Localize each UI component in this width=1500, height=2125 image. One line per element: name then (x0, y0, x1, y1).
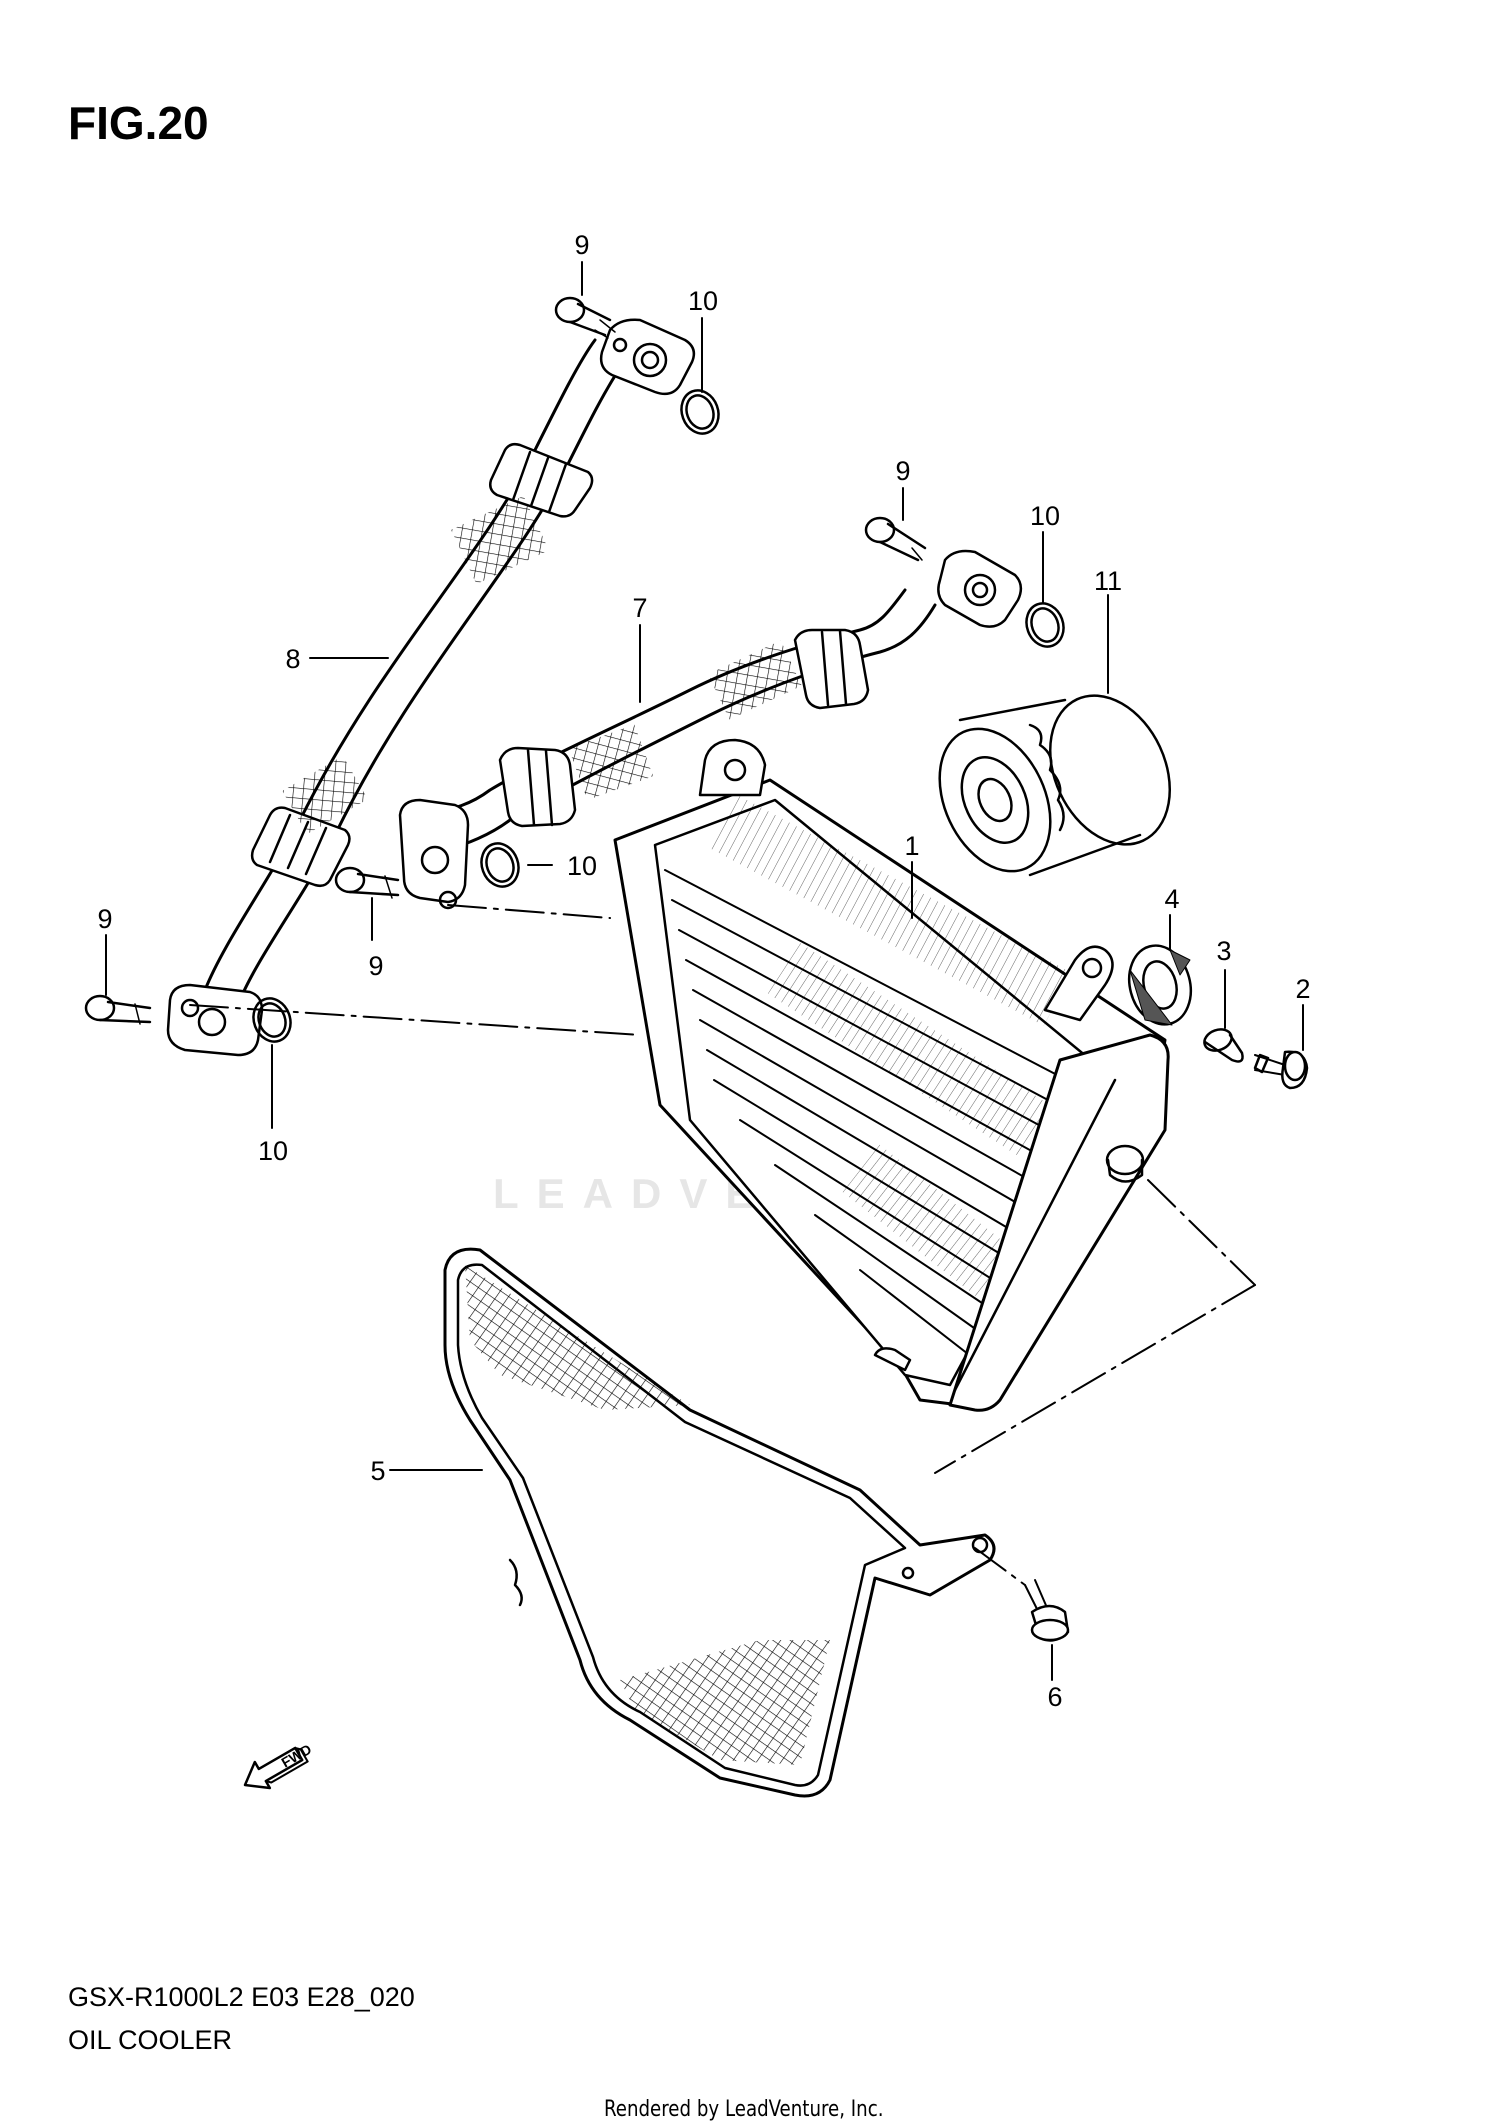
callout-8: 8 (285, 644, 300, 674)
callout-5: 5 (370, 1456, 385, 1486)
callout-1: 1 (904, 831, 919, 861)
callout-10: 10 (567, 851, 597, 881)
o-ring (480, 842, 520, 888)
callout-11: 11 (1094, 566, 1122, 596)
o-ring (252, 997, 292, 1043)
alignment-lines (189, 904, 1256, 1586)
callout-9: 9 (368, 951, 383, 981)
o-ring (1025, 602, 1065, 648)
mount-cushion (1127, 944, 1193, 1026)
oil-hose-7 (398, 549, 1023, 910)
callout-4: 4 (1164, 884, 1179, 914)
callout-9: 9 (895, 456, 910, 486)
oil-filter (938, 694, 1172, 877)
union-bolt (334, 866, 400, 899)
model-code: GSX-R1000L2 E03 E28_020 (68, 1982, 415, 2012)
callout-3: 3 (1216, 936, 1231, 966)
mount-bolt (1253, 1050, 1309, 1090)
oil-cooler-guard (443, 1247, 996, 1798)
callout-2: 2 (1295, 974, 1310, 1004)
fwd-badge-label: FWD (279, 1741, 315, 1771)
union-bolt (84, 994, 152, 1025)
figure-title: FIG.20 (68, 97, 209, 149)
callout-labels: 9 10 9 10 11 7 8 1 10 4 3 2 9 9 10 5 6 (97, 230, 1310, 1712)
union-bolt (554, 296, 616, 339)
callout-9: 9 (97, 904, 112, 934)
callout-7: 7 (632, 593, 647, 623)
o-ring (680, 389, 720, 435)
callout-6: 6 (1047, 1682, 1062, 1712)
callout-9: 9 (574, 230, 589, 260)
oil-cooler-core (613, 738, 1170, 1412)
callout-10: 10 (258, 1136, 288, 1166)
mount-collar (1203, 1028, 1244, 1063)
oil-hose-8 (166, 318, 696, 1057)
callout-10: 10 (1030, 501, 1060, 531)
guard-bolt (1024, 1579, 1070, 1642)
render-credit: Rendered by LeadVenture, Inc. (604, 2097, 884, 2122)
leader-lines (105, 261, 1304, 1681)
fwd-arrow-icon (243, 1746, 309, 1790)
union-bolt (864, 516, 927, 562)
callout-10: 10 (688, 286, 718, 316)
section-name: OIL COOLER (68, 2025, 233, 2055)
